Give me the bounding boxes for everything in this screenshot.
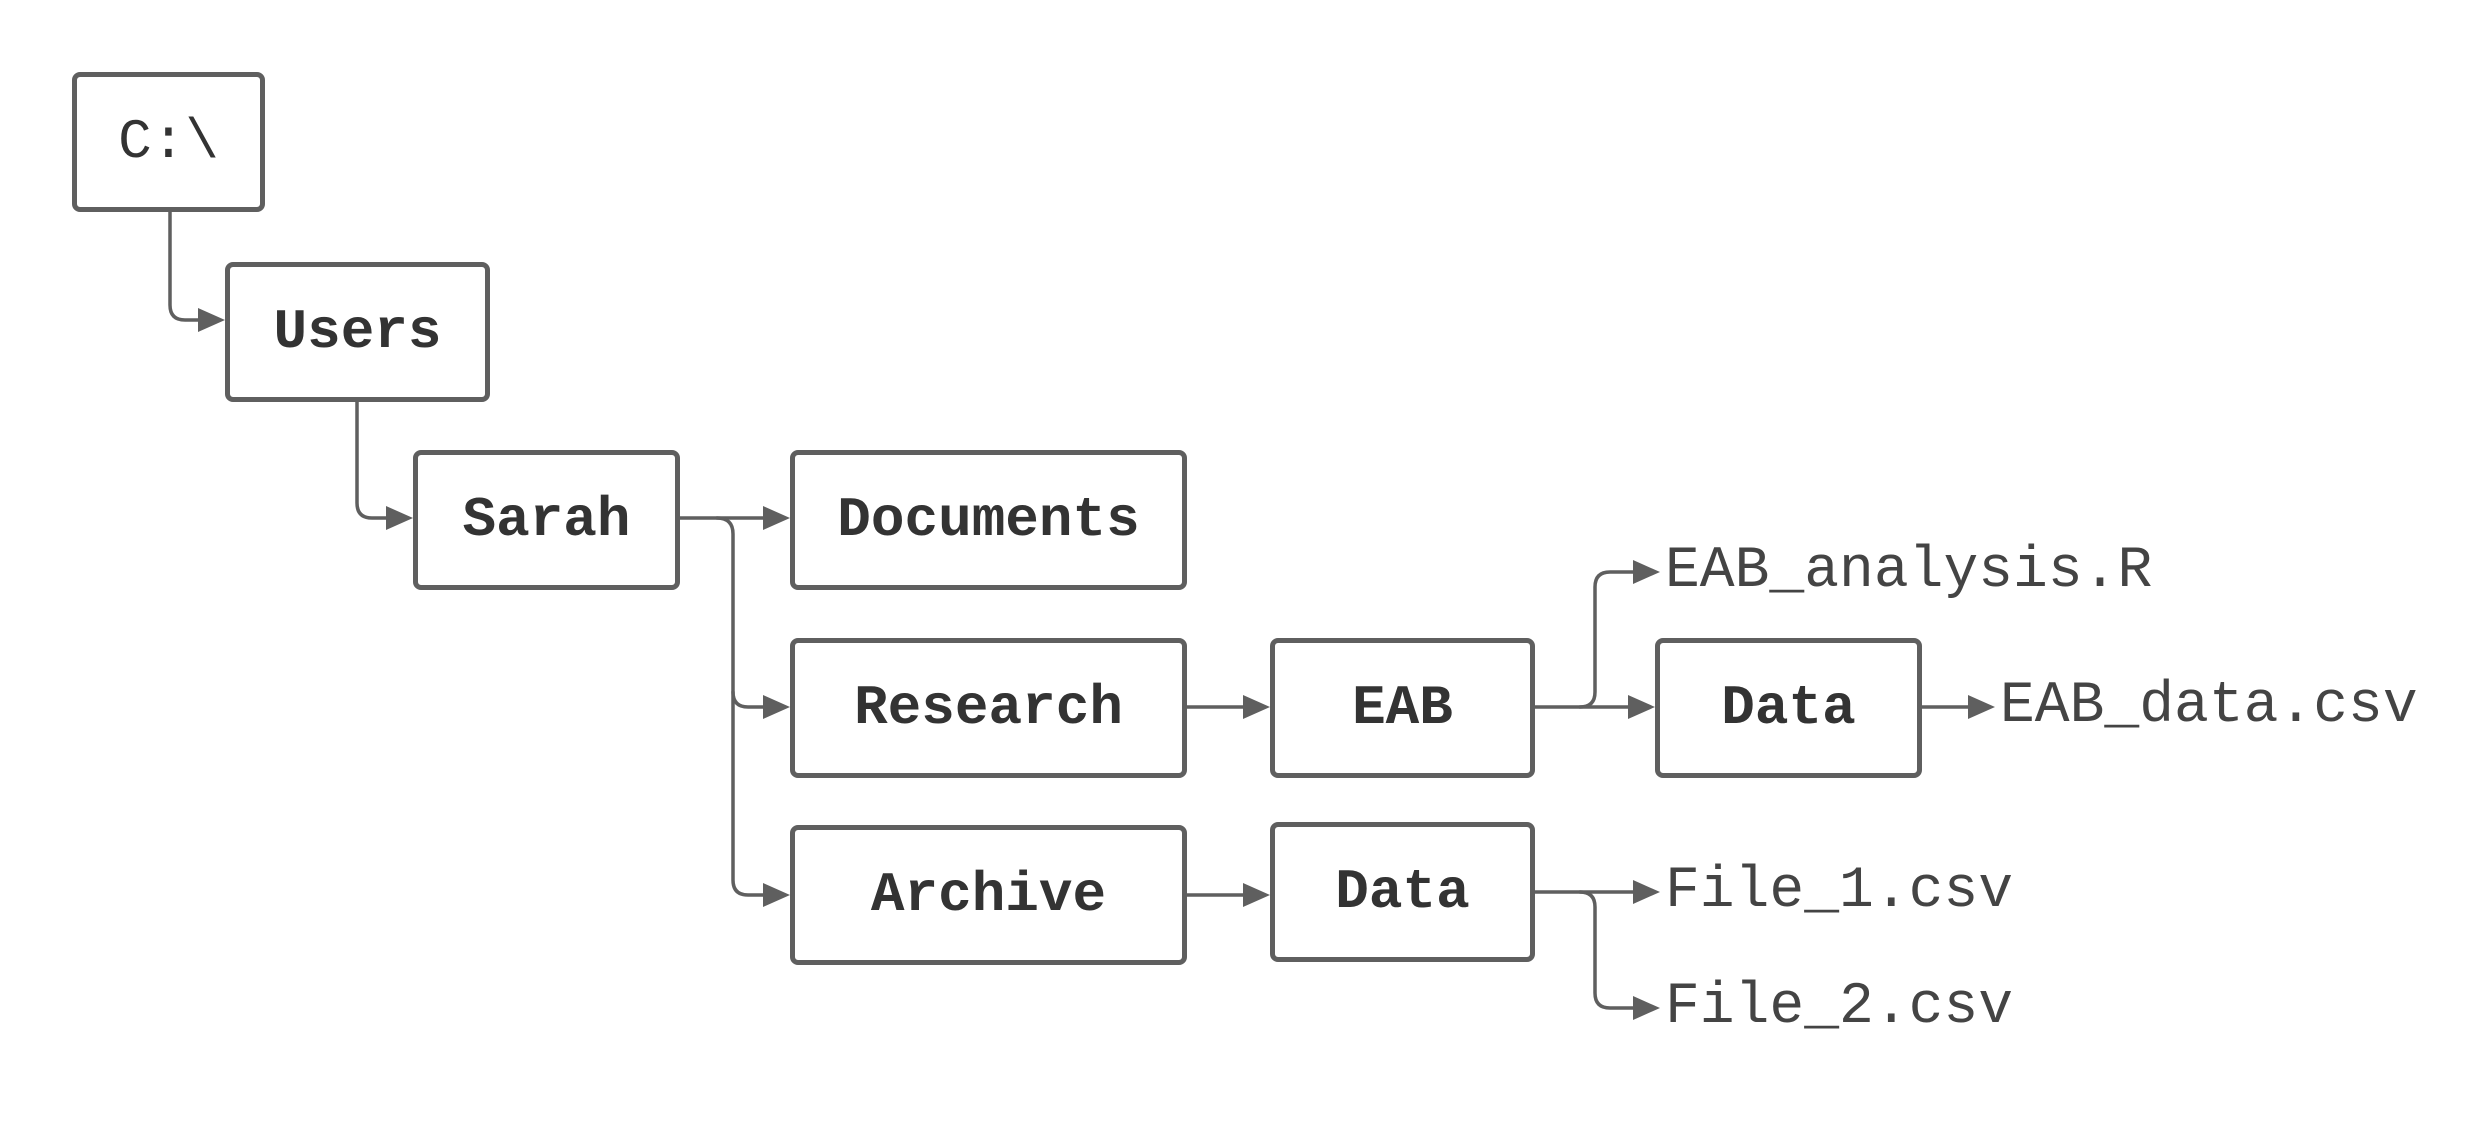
folder-research-data-label: Data xyxy=(1721,676,1856,740)
folder-documents-label: Documents xyxy=(837,488,1140,552)
folder-users-label: Users xyxy=(273,300,442,364)
folder-documents: Documents xyxy=(790,450,1187,590)
arrow-archivedata-file2 xyxy=(1633,996,1660,1020)
connector-users-sarah xyxy=(355,398,390,520)
file-eab-analysis: EAB_analysis.R xyxy=(1665,539,2153,604)
arrow-research-eab xyxy=(1243,695,1270,719)
folder-eab-label: EAB xyxy=(1352,676,1453,740)
arrow-eab-analysis xyxy=(1633,560,1660,584)
connector-archivedata-file2 xyxy=(1578,890,1637,1010)
folder-sarah-label: Sarah xyxy=(462,488,631,552)
arrow-sarah-documents xyxy=(763,506,790,530)
arrow-data-eabdata xyxy=(1968,695,1995,719)
folder-archive-label: Archive xyxy=(870,863,1107,927)
connector-sarah-trunk xyxy=(715,516,767,897)
arrow-sarah-archive xyxy=(763,883,790,907)
arrow-archive-data xyxy=(1243,883,1270,907)
folder-root: C:\ xyxy=(72,72,265,212)
file-2: File_2.csv xyxy=(1665,975,2014,1040)
folder-research: Research xyxy=(790,638,1187,778)
connector-eab-analysis xyxy=(1578,570,1637,709)
arrow-root-users xyxy=(198,308,225,332)
folder-root-label: C:\ xyxy=(118,110,219,174)
folder-sarah: Sarah xyxy=(413,450,680,590)
file-eab-data: EAB_data.csv xyxy=(2000,674,2418,739)
folder-archive-data-label: Data xyxy=(1335,860,1470,924)
connector-sarah-research xyxy=(731,690,767,709)
folder-archive-data: Data xyxy=(1270,822,1535,962)
folder-eab: EAB xyxy=(1270,638,1535,778)
folder-archive: Archive xyxy=(790,825,1187,965)
file-1: File_1.csv xyxy=(1665,859,2014,924)
connector-root-users xyxy=(168,208,202,322)
arrow-eab-data xyxy=(1628,695,1655,719)
arrow-sarah-research xyxy=(763,695,790,719)
folder-research-data: Data xyxy=(1655,638,1922,778)
arrow-archivedata-file1 xyxy=(1633,880,1660,904)
folder-research-label: Research xyxy=(854,676,1123,740)
arrow-users-sarah xyxy=(386,506,413,530)
folder-users: Users xyxy=(225,262,490,402)
